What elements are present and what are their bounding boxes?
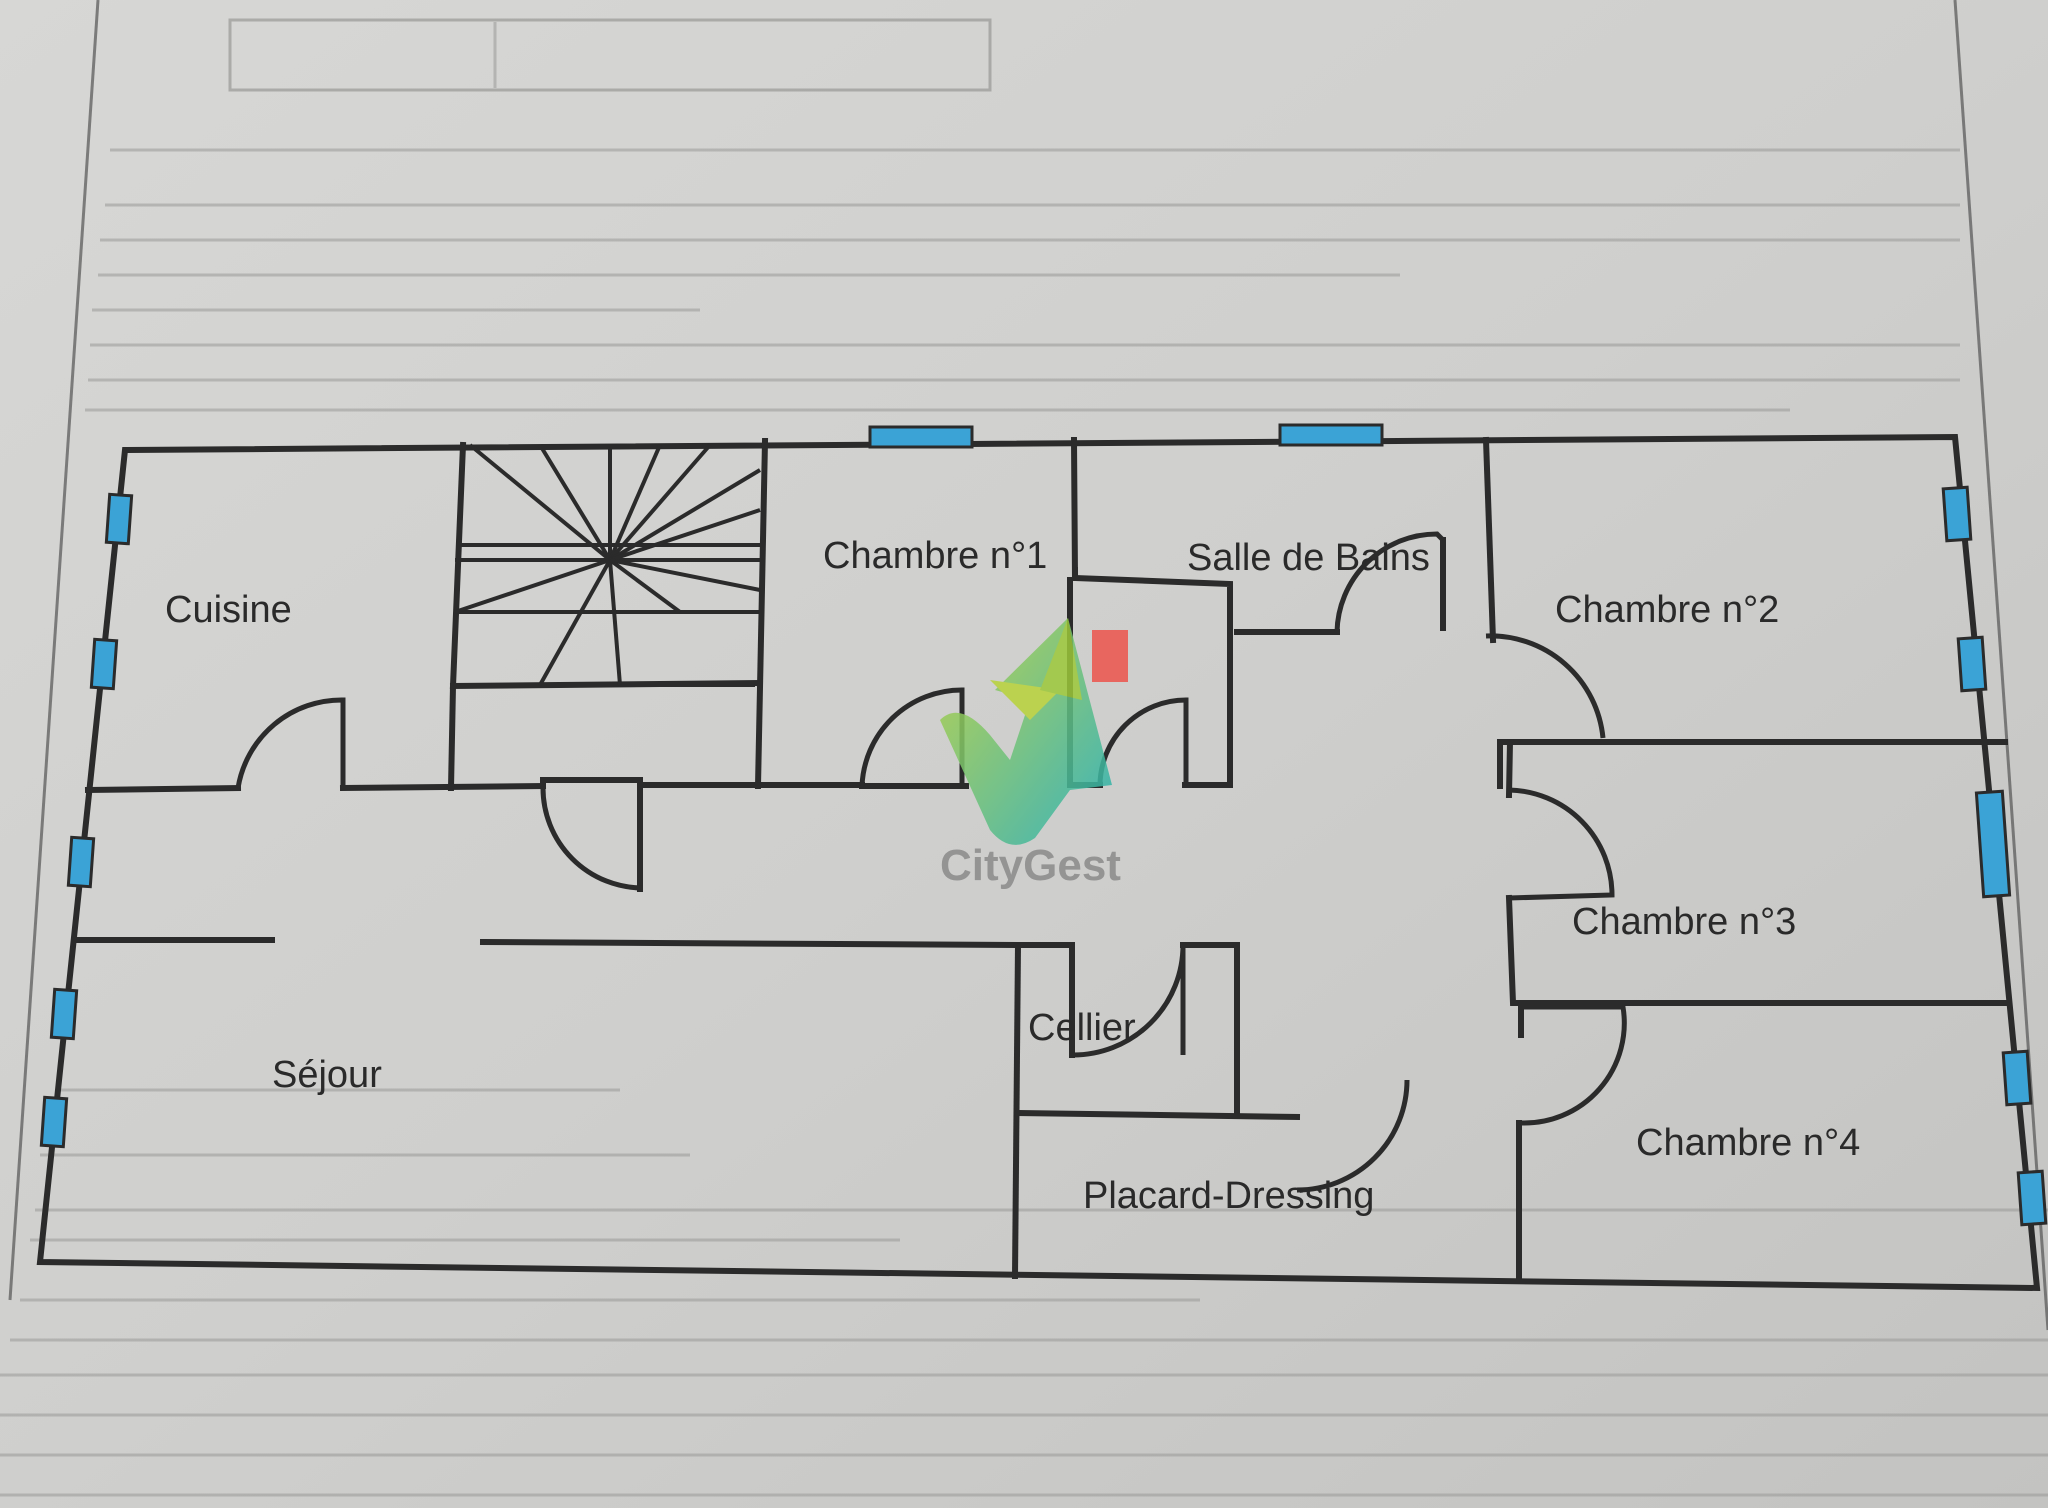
- room-label-placard-dressing: Placard-Dressing: [1083, 1175, 1374, 1217]
- door-swings: [235, 531, 1627, 1193]
- red-marker: [1092, 630, 1128, 682]
- room-label-chambre4: Chambre n°4: [1636, 1122, 1860, 1164]
- room-label-chambre2: Chambre n°2: [1555, 589, 1779, 631]
- citygest-brand-text: CityGest: [940, 841, 1121, 890]
- room-label-salle-de-bains: Salle de Bains: [1187, 537, 1430, 579]
- room-label-cuisine: Cuisine: [165, 589, 292, 631]
- room-label-chambre3: Chambre n°3: [1572, 901, 1796, 943]
- page-left-border: [8, 0, 100, 1301]
- staircase: [454, 443, 762, 687]
- bleed-through-text: [0, 18, 2048, 1497]
- room-label-sejour: Séjour: [272, 1054, 382, 1096]
- room-label-cellier: Cellier: [1028, 1007, 1136, 1049]
- windows: [39, 423, 2048, 1227]
- citygest-logo-icon: [940, 618, 1112, 845]
- citygest-watermark: CityGest: [940, 618, 1121, 890]
- page-right-border: [1953, 0, 2048, 1331]
- room-label-chambre1: Chambre n°1: [823, 535, 1047, 577]
